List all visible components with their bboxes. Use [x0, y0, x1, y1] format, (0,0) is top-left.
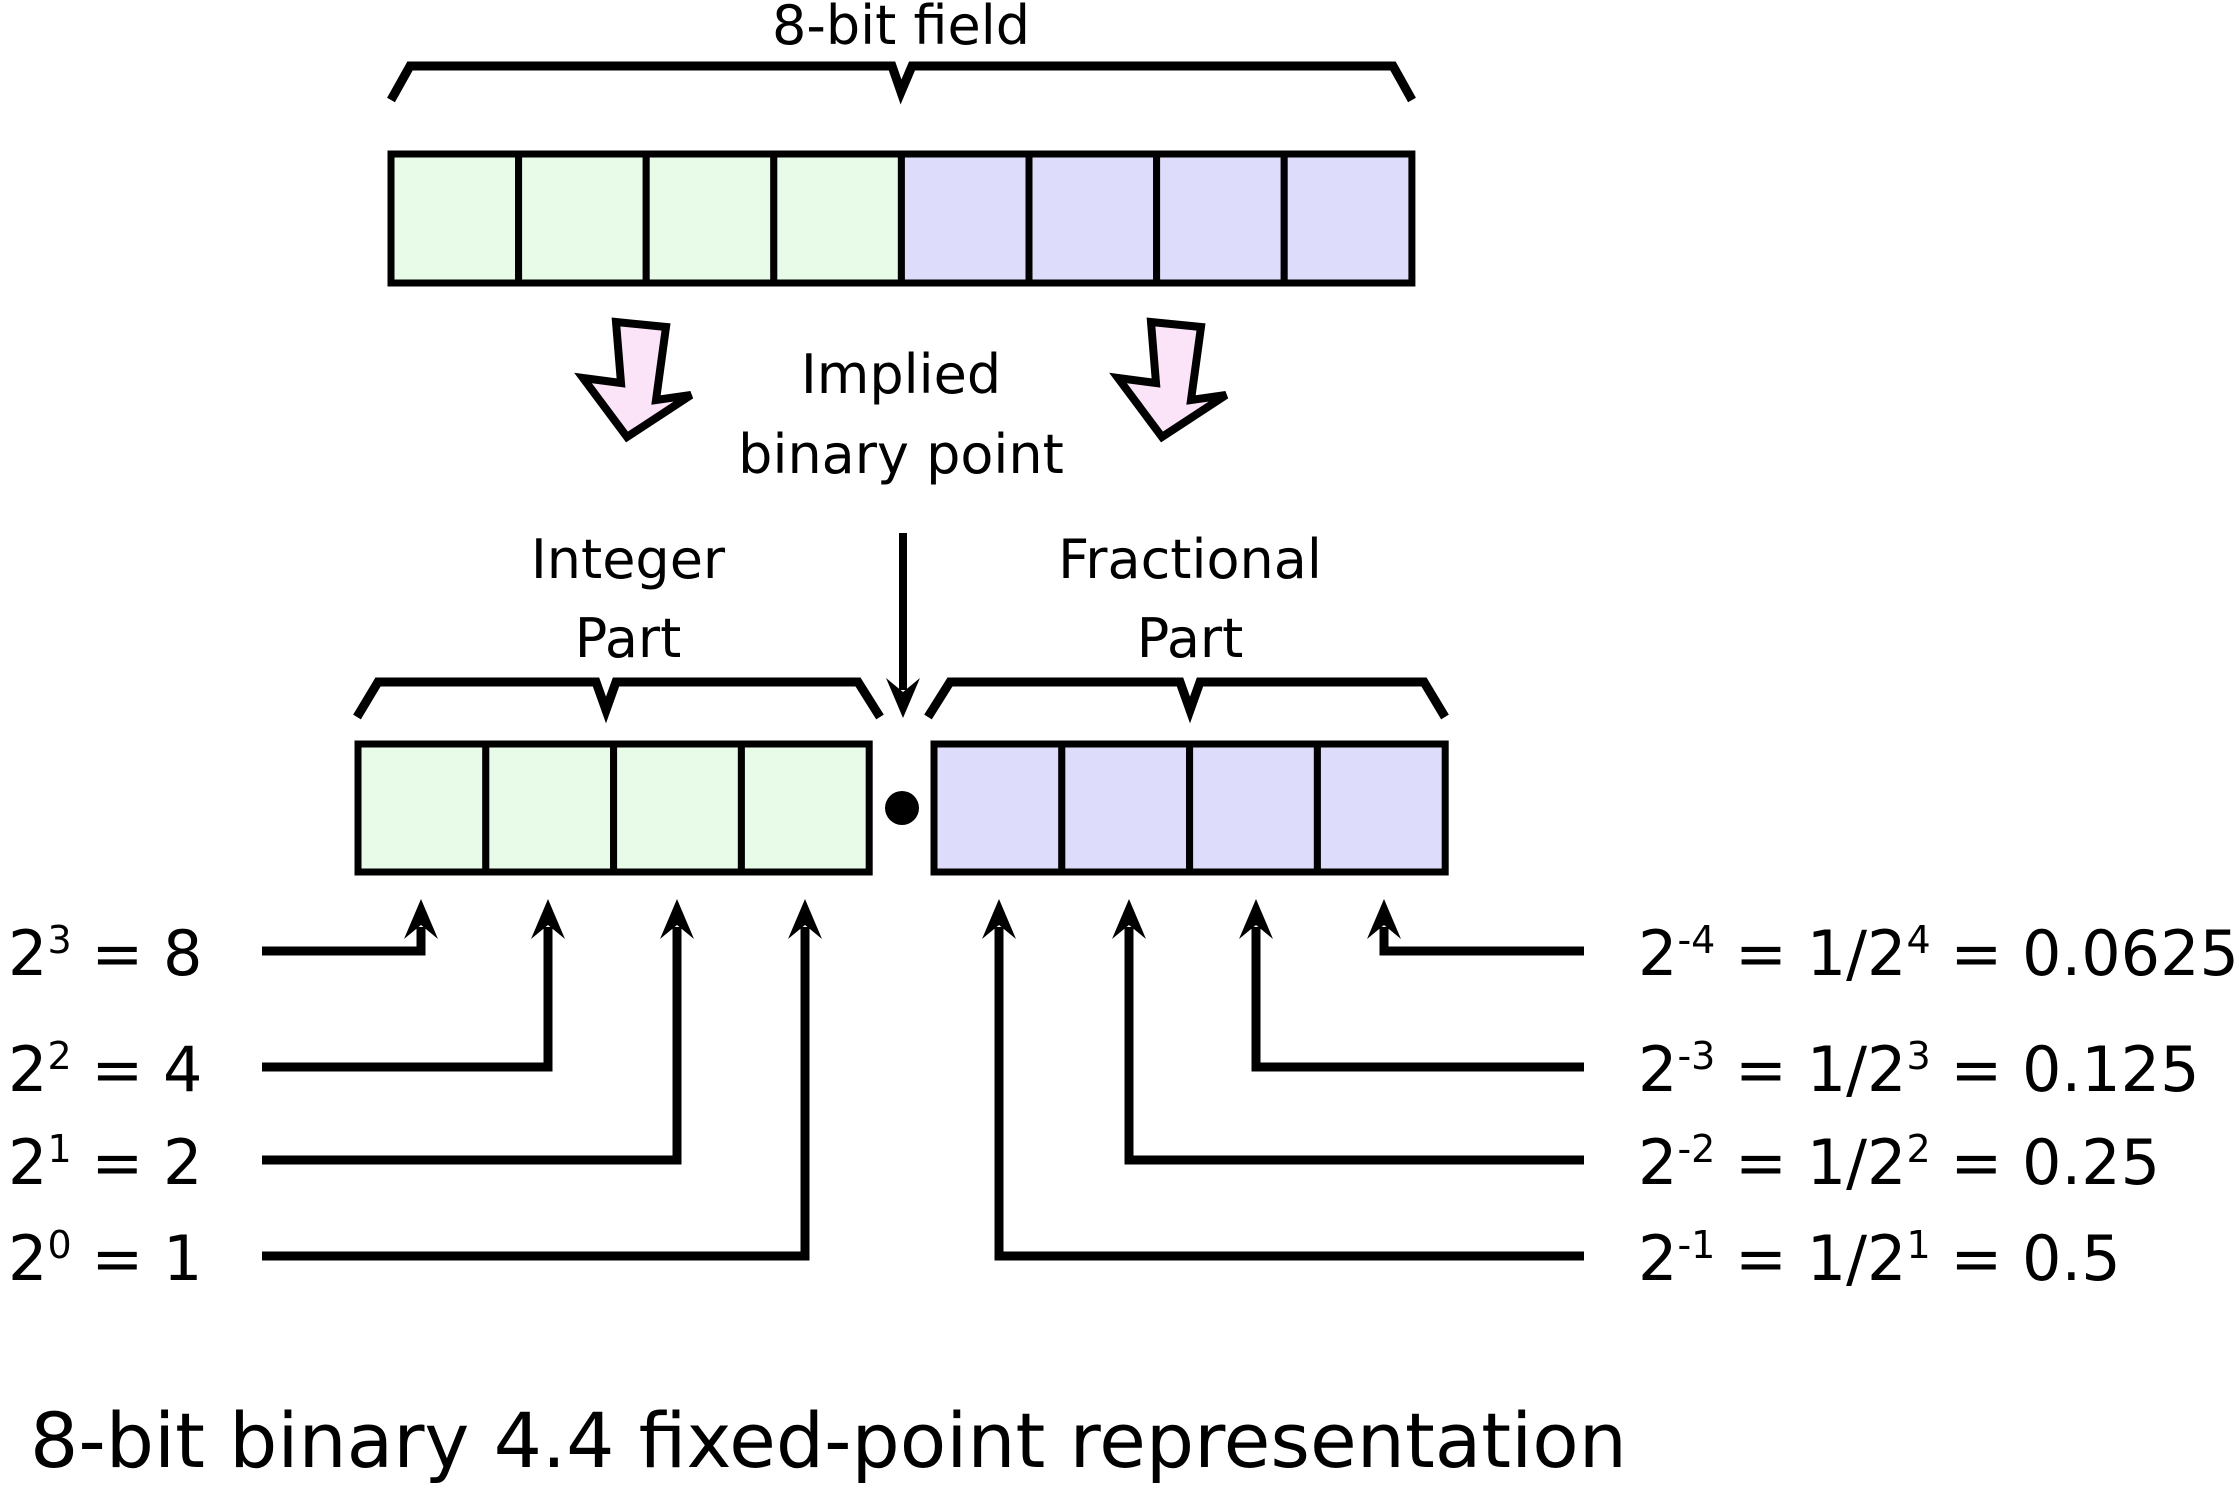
integer-part-label-line2: Part	[575, 607, 682, 670]
connector-fraction-3-arrowhead-icon	[1239, 899, 1273, 939]
connector-integer-1	[262, 927, 682, 1165]
binary-point-dot	[885, 791, 919, 825]
integer-weight-connectors	[262, 899, 822, 1261]
split-cell-integer-0	[737, 740, 873, 876]
fractional-part-brace	[924, 677, 1449, 724]
connector-fraction-2	[1124, 927, 1584, 1165]
fraction-weight-connectors	[982, 899, 1584, 1261]
split-arrow-right-icon	[1109, 317, 1229, 443]
connector-integer-3-arrowhead-icon	[404, 899, 438, 939]
connector-integer-3	[262, 927, 426, 956]
integer-part-brace	[353, 677, 884, 724]
implied-binary-point-label-line2: binary point	[738, 423, 1064, 486]
connector-integer-0-arrowhead-icon	[788, 899, 822, 939]
split-cell-fraction-3	[1186, 740, 1321, 876]
connector-integer-0	[262, 927, 810, 1261]
split-cell-fraction-4	[1313, 740, 1449, 876]
implied-point-arrowhead-icon	[886, 678, 920, 718]
integer-weight-label-3: 20 = 1	[8, 1222, 202, 1295]
connector-fraction-1	[994, 927, 1584, 1261]
split-arrow-left-icon	[574, 317, 694, 443]
integer-weight-label-1: 22 = 4	[8, 1033, 202, 1106]
fraction-weight-label-2: 2-2 = 1/22 = 0.25	[1638, 1126, 2160, 1199]
fraction-weight-labels: 2-4 = 1/24 = 0.0625 2-3 = 1/23 = 0.125 2…	[1638, 917, 2239, 1295]
connector-fraction-4-arrowhead-icon	[1367, 899, 1401, 939]
connector-integer-2-arrowhead-icon	[531, 899, 565, 939]
connector-fraction-4	[1379, 927, 1584, 956]
bit-cell-integer-1	[642, 150, 778, 287]
implied-binary-point-label-line1: Implied	[801, 343, 1001, 406]
integer-weight-label-0: 23 = 8	[8, 917, 202, 990]
figure-caption: 8-bit binary 4.4 fixed-point representat…	[30, 1396, 1627, 1485]
bit-cell-integer-0	[770, 150, 905, 287]
bit-cell-integer-2	[515, 150, 650, 287]
bit-cell-fraction-1	[897, 150, 1033, 287]
connector-integer-1-arrowhead-icon	[660, 899, 694, 939]
fractional-part-label-line1: Fractional	[1058, 528, 1322, 591]
integer-weight-label-2: 21 = 2	[8, 1126, 202, 1199]
connector-fraction-2-arrowhead-icon	[1112, 899, 1146, 939]
split-cell-integer-2	[482, 740, 618, 876]
integer-part-label-line1: Integer	[531, 528, 726, 591]
bitfield-row-integer	[354, 740, 873, 876]
integer-weight-labels: 23 = 8 22 = 4 21 = 2 20 = 1	[8, 917, 202, 1295]
connector-integer-2	[262, 927, 553, 1072]
bit-cell-fraction-4	[1280, 150, 1416, 287]
split-cell-fraction-2	[1058, 740, 1194, 876]
connector-fraction-3	[1251, 927, 1584, 1072]
connector-fraction-1-arrowhead-icon	[982, 899, 1016, 939]
fraction-weight-label-0: 2-4 = 1/24 = 0.0625	[1638, 917, 2239, 990]
fractional-part-label-line2: Part	[1137, 607, 1244, 670]
bitfield-row-top	[387, 150, 1416, 287]
top-field-brace	[387, 61, 1416, 105]
split-cell-integer-3	[354, 740, 490, 876]
top-field-title: 8-bit field	[772, 0, 1030, 57]
split-cell-fraction-1	[930, 740, 1066, 876]
bit-cell-fraction-3	[1153, 150, 1288, 287]
split-cell-integer-1	[610, 740, 745, 876]
fraction-weight-label-3: 2-1 = 1/21 = 0.5	[1638, 1222, 2121, 1295]
bit-cell-fraction-2	[1025, 150, 1161, 287]
bitfield-row-fraction	[930, 740, 1449, 876]
fraction-weight-label-1: 2-3 = 1/23 = 0.125	[1638, 1033, 2200, 1106]
bit-cell-integer-3	[387, 150, 523, 287]
